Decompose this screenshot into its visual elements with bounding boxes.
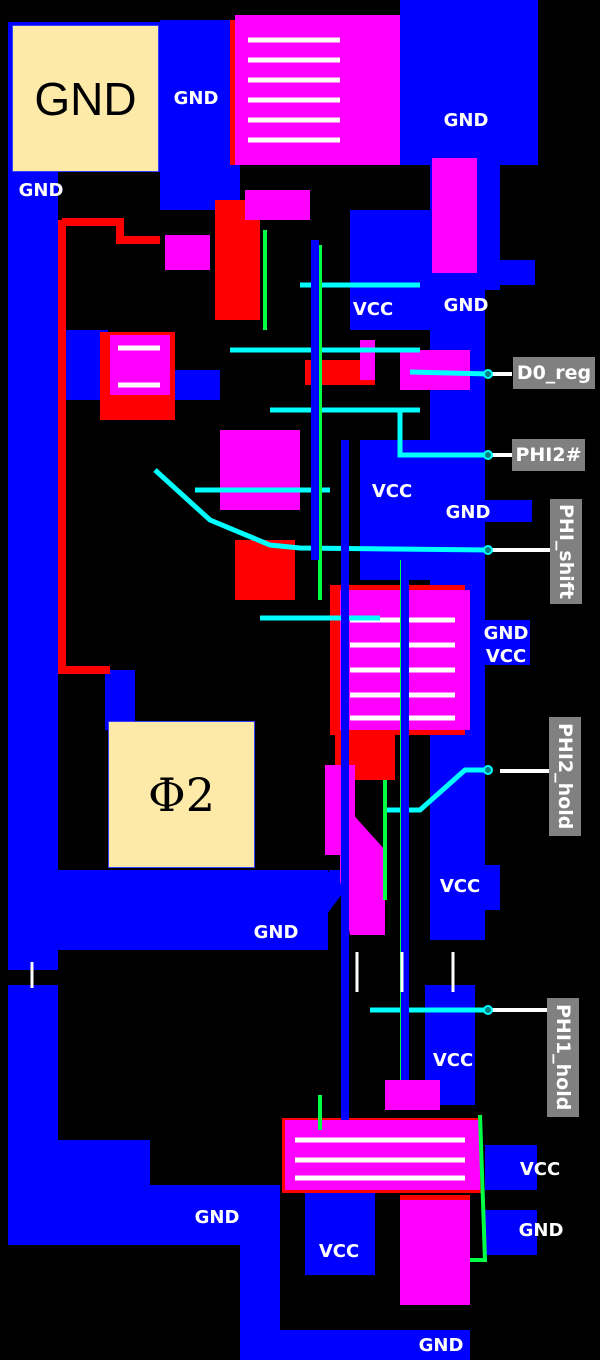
pin-phi-shift: PHI_shift <box>550 499 582 604</box>
rail-label: GND <box>253 922 299 943</box>
rail-label: GND <box>518 1220 564 1241</box>
rail-label: VCC <box>519 1159 561 1180</box>
pin-contacts <box>483 369 493 1015</box>
phi2-pad: Φ2 <box>108 721 255 868</box>
rail-label: GND <box>445 502 491 523</box>
rail-label: VCC <box>439 876 481 897</box>
pin-phi2-n: PHI2# <box>512 439 585 471</box>
rail-label: VCC <box>432 1050 474 1071</box>
rail-label: VCC <box>352 299 394 320</box>
rail-label: GND <box>194 1207 240 1228</box>
pin-d0-reg: D0_reg <box>513 357 595 389</box>
rail-label: GND <box>443 295 489 316</box>
pin-phi2-hold: PHI2_hold <box>549 717 581 836</box>
metal1-verticals <box>311 240 409 1120</box>
rail-label: GND <box>418 1335 464 1356</box>
gnd-pad: GND <box>12 25 159 172</box>
rail-label: VCC <box>318 1241 360 1262</box>
rail-label: GND <box>483 623 529 644</box>
pin-arrows <box>492 372 550 1012</box>
rail-label: GND <box>18 180 64 201</box>
rail-label: VCC <box>485 646 527 667</box>
rail-label: GND <box>173 88 219 109</box>
break-marks <box>30 952 455 992</box>
rail-label: GND <box>443 110 489 131</box>
rail-label: VCC <box>371 481 413 502</box>
pin-phi1-hold: PHI1_hold <box>547 998 579 1117</box>
